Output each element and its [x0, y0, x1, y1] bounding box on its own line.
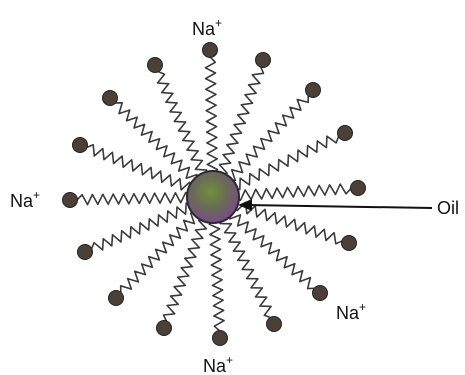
surfactant-tails [76, 56, 352, 332]
surfactant-tail [234, 183, 352, 202]
surfactant-head [337, 125, 353, 141]
surfactant-tail [233, 201, 343, 245]
oil-label: Oil [437, 198, 459, 218]
surfactant-head [156, 320, 172, 336]
surfactant-head [266, 316, 282, 332]
surfactant-head [102, 90, 118, 106]
na-ion-label-left: Na+ [10, 188, 40, 211]
na-ion-label-bottom-right: Na+ [336, 300, 366, 323]
surfactant-tail [218, 66, 265, 178]
surfactant-head [312, 285, 328, 301]
surfactant-tail [119, 212, 198, 294]
surfactant-head [305, 82, 321, 98]
surfactant-tail [156, 70, 208, 178]
surfactant-head [77, 244, 93, 260]
surfactant-head [255, 52, 271, 68]
surfactant-head [72, 137, 88, 153]
surfactant-tail [228, 211, 315, 290]
surfactant-head [108, 290, 124, 306]
surfactant-head [147, 57, 163, 73]
surfactant-tail [204, 56, 219, 176]
na-ion-label-top: Na+ [192, 16, 222, 39]
surfactant-head [62, 192, 78, 208]
surfactant-head [202, 42, 218, 58]
surfactant-tail [227, 95, 309, 182]
surfactant-tail [86, 144, 194, 191]
surfactant-tail [114, 102, 198, 182]
surfactant-head [341, 235, 357, 251]
oil-droplet [186, 170, 240, 224]
surfactant-tail [208, 218, 225, 332]
surfactant-head [350, 180, 366, 196]
oil-pointer-arrowhead [238, 199, 252, 211]
surfactant-tail [232, 135, 340, 191]
surfactant-tail [162, 216, 208, 322]
surfactant-head [212, 330, 228, 346]
na-ion-label-bottom: Na+ [203, 353, 233, 375]
surfactant-tail [76, 191, 192, 206]
surfactant-heads [62, 42, 366, 346]
oil-pointer-line [244, 204, 433, 209]
surfactant-tail [90, 202, 194, 251]
surfactant-tail [219, 216, 272, 319]
